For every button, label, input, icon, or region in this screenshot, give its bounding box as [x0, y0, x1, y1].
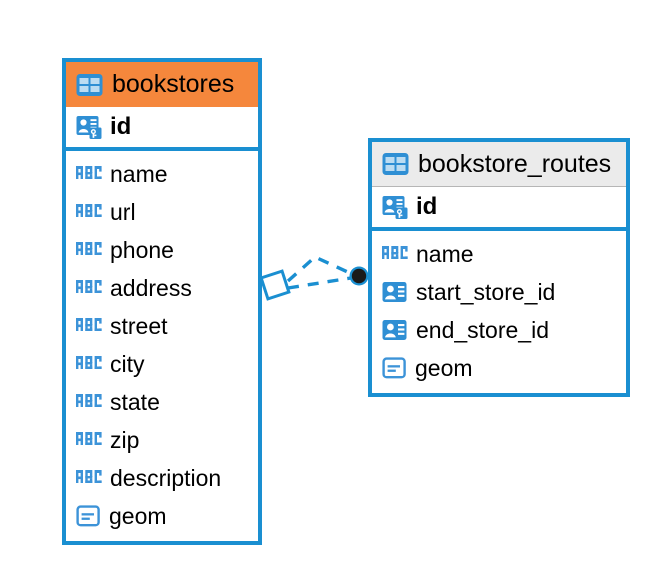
geometry-type-icon	[76, 505, 100, 527]
field-list-bookstore-routes: name start_store_id	[372, 231, 626, 389]
foreign-key-icon	[382, 320, 407, 340]
field-row-geom[interactable]: geom	[372, 349, 626, 387]
field-list-bookstores: name url	[66, 151, 258, 537]
foreign-key-icon	[382, 282, 407, 302]
text-type-icon	[76, 394, 102, 407]
field-row-address[interactable]: address	[66, 269, 258, 307]
field-label-text: address	[110, 274, 192, 301]
field-label-text: name	[416, 240, 474, 267]
text-type-icon	[76, 470, 102, 483]
field-label-text: name	[110, 160, 168, 187]
field-label-id: id	[110, 113, 132, 140]
relationship-circle-endpoint	[349, 266, 369, 286]
field-row-city[interactable]: city	[66, 345, 258, 383]
field-row-name[interactable]: name	[66, 155, 258, 193]
field-label-id: id	[416, 193, 438, 220]
geometry-type-icon	[382, 357, 406, 379]
field-row-primary-key[interactable]: id	[66, 107, 258, 151]
entity-header-bookstore-routes[interactable]: bookstore_routes	[372, 142, 626, 187]
field-label-text: description	[110, 464, 222, 491]
field-label-text: street	[110, 312, 168, 339]
text-type-icon	[76, 356, 102, 369]
field-label-text: state	[110, 388, 160, 415]
field-row-start-store-id[interactable]: start_store_id	[372, 273, 626, 311]
field-label-text: zip	[110, 426, 140, 453]
text-type-icon	[76, 280, 102, 293]
field-row-end-store-id[interactable]: end_store_id	[372, 311, 626, 349]
relationship-line-upper	[286, 254, 353, 283]
field-label-geom: geom	[415, 354, 473, 381]
table-icon	[76, 73, 103, 96]
entity-table-bookstores[interactable]: bookstores id	[62, 58, 262, 545]
field-row-phone[interactable]: phone	[66, 231, 258, 269]
field-row-description[interactable]: description	[66, 459, 258, 497]
relationship-line-lower	[287, 276, 352, 290]
text-type-icon	[76, 318, 102, 331]
primary-key-icon	[382, 196, 408, 219]
field-label-foreign-key: start_store_id	[416, 278, 556, 305]
entity-title-bookstore-routes: bookstore_routes	[418, 149, 612, 178]
field-row-url[interactable]: url	[66, 193, 258, 231]
field-row-primary-key[interactable]: id	[372, 187, 626, 231]
field-row-street[interactable]: street	[66, 307, 258, 345]
text-type-icon	[76, 242, 102, 255]
field-label-text: phone	[110, 236, 174, 263]
relationship-diamond-endpoint	[259, 269, 291, 301]
entity-title-bookstores: bookstores	[112, 70, 235, 98]
field-row-zip[interactable]: zip	[66, 421, 258, 459]
text-type-icon	[76, 204, 102, 217]
text-type-icon	[382, 246, 408, 259]
text-type-icon	[76, 166, 102, 179]
field-label-geom: geom	[109, 502, 167, 529]
text-type-icon	[76, 432, 102, 445]
entity-table-bookstore-routes[interactable]: bookstore_routes id	[368, 138, 630, 397]
primary-key-icon	[76, 116, 102, 139]
table-icon	[382, 153, 409, 175]
field-row-geom[interactable]: geom	[66, 497, 258, 535]
entity-header-bookstores[interactable]: bookstores	[66, 62, 258, 107]
field-row-state[interactable]: state	[66, 383, 258, 421]
field-row-name[interactable]: name	[372, 235, 626, 273]
field-label-foreign-key: end_store_id	[416, 316, 549, 343]
field-label-text: url	[110, 198, 136, 225]
field-label-text: city	[110, 350, 145, 377]
